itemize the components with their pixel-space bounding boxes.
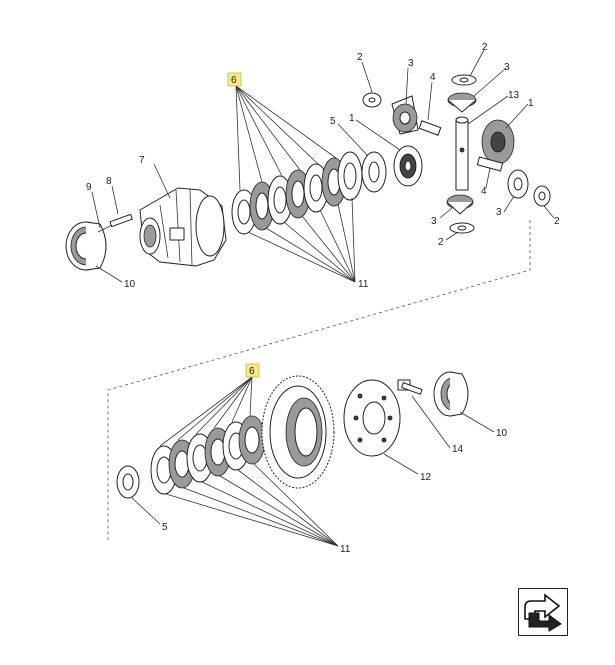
callout-3-topright: 3 xyxy=(504,62,510,73)
callout-5-bottom: 5 xyxy=(162,522,168,533)
part-3-pinion-upper-left[interactable] xyxy=(391,95,419,135)
callout-6-bottom: 6 xyxy=(249,366,255,377)
part-14-bolt[interactable] xyxy=(397,379,423,395)
part-5-washer-bottom[interactable] xyxy=(116,465,140,499)
callout-10-top: 10 xyxy=(124,279,136,290)
callout-4-top: 4 xyxy=(430,72,436,83)
part-11-disc-stack-bottom[interactable] xyxy=(150,415,266,495)
callout-6-top: 6 xyxy=(231,75,237,86)
callout-4-mid: 4 xyxy=(481,186,487,197)
callout-7: 7 xyxy=(139,155,145,166)
part-3-pinion-upper-right[interactable] xyxy=(447,92,477,113)
callout-2-right: 2 xyxy=(554,216,560,227)
part-2-washer-upper-right[interactable] xyxy=(451,74,477,86)
part-10-seal-top[interactable] xyxy=(65,221,107,271)
callout-labels: 6 6 7 8 9 10 11 5 1 2 3 4 2 3 13 1 4 3 2… xyxy=(86,42,560,555)
leader-lines-bottom xyxy=(131,376,495,547)
connector-dashed-line xyxy=(107,220,531,540)
callout-3-right: 3 xyxy=(496,207,502,218)
callout-13: 13 xyxy=(508,90,520,101)
part-2-washer-right[interactable] xyxy=(533,185,551,207)
callout-2-topright: 2 xyxy=(482,42,488,53)
next-page-button[interactable] xyxy=(518,588,568,636)
callout-3-left: 3 xyxy=(431,216,437,227)
part-4-shaft-mid[interactable] xyxy=(476,156,504,172)
callout-2-bottom: 2 xyxy=(438,237,444,248)
callout-1-top: 1 xyxy=(349,113,355,124)
part-3-pinion-right[interactable] xyxy=(507,169,529,199)
next-page-arrow-icon xyxy=(524,593,562,632)
callout-12: 12 xyxy=(420,472,432,483)
callout-3-top: 3 xyxy=(408,58,414,69)
callout-2-top: 2 xyxy=(357,52,363,63)
part-10-seal-bottom[interactable] xyxy=(433,371,469,417)
callout-1-right: 1 xyxy=(528,98,534,109)
callout-8: 8 xyxy=(106,176,112,187)
callout-9: 9 xyxy=(86,182,92,193)
part-3-pinion-lower[interactable] xyxy=(446,194,474,215)
callout-11-top: 11 xyxy=(358,279,369,290)
part-2-washer-lower[interactable] xyxy=(449,222,475,234)
part-1-side-gear-left[interactable] xyxy=(393,145,423,187)
ring-gear[interactable] xyxy=(261,375,335,489)
callout-14: 14 xyxy=(452,444,464,455)
part-12-flange-plate[interactable] xyxy=(343,379,401,457)
part-11-disc-stack-top[interactable] xyxy=(231,151,363,235)
part-2-washer-upper-left[interactable] xyxy=(362,92,382,108)
part-8-spring-pin[interactable] xyxy=(109,213,134,228)
callout-11-bottom: 11 xyxy=(340,544,351,555)
part-1-side-gear-right[interactable] xyxy=(481,119,515,165)
callout-5-top: 5 xyxy=(330,116,336,127)
part-13-cross-shaft[interactable] xyxy=(455,116,469,191)
leader-lines-top xyxy=(91,49,555,283)
part-5-washer-top[interactable] xyxy=(361,151,387,193)
part-4-shaft-upper[interactable] xyxy=(418,120,442,136)
callout-10-bottom: 10 xyxy=(496,428,508,439)
part-7-housing[interactable] xyxy=(139,187,227,267)
